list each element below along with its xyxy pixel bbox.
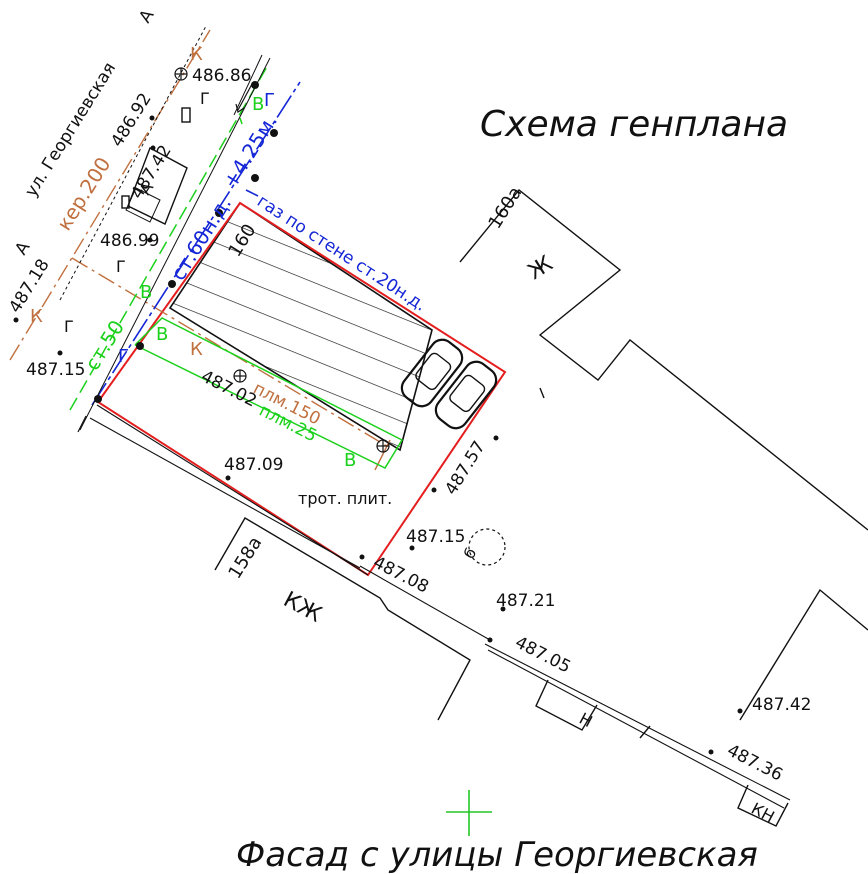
elevation-7: 487.02 bbox=[198, 367, 260, 412]
water-mark-v-4: В bbox=[344, 450, 356, 471]
building-outlines bbox=[121, 107, 868, 827]
car-2 bbox=[434, 360, 498, 430]
small-shed-2 bbox=[121, 195, 130, 209]
cable-label: кер.200 bbox=[52, 153, 116, 235]
gas-mark-g-3: Г bbox=[200, 89, 210, 108]
water-mark-v-1: В bbox=[140, 282, 152, 303]
wall-tick bbox=[539, 387, 545, 399]
survey-points bbox=[13, 81, 743, 755]
elevation-10: 487.15 bbox=[406, 527, 465, 547]
car-1 bbox=[400, 338, 464, 408]
building-160a-label: 160а bbox=[484, 183, 526, 233]
elevation-13: 487.05 bbox=[512, 633, 574, 678]
gas-mark-g-5: Г bbox=[64, 317, 74, 336]
parked-cars bbox=[400, 338, 498, 430]
zh-label: Ж bbox=[524, 251, 558, 285]
drawing-caption: Фасад с улицы Георгиевская bbox=[236, 835, 758, 874]
water-mark-v-3: В bbox=[156, 324, 168, 345]
cable-mark-k-1: К bbox=[30, 306, 43, 327]
elevation-15: 487.36 bbox=[724, 741, 786, 786]
gas-line bbox=[91, 81, 301, 406]
gas-mark-g-1: Г bbox=[118, 346, 129, 367]
cable-mark-k-3: К bbox=[190, 339, 203, 360]
elevation-1: 486.86 bbox=[192, 66, 251, 86]
sidewalk-label: трот. плит. bbox=[298, 489, 392, 508]
gas-distance-label: +4.25м. bbox=[218, 110, 282, 193]
building-160-hatched bbox=[168, 201, 433, 452]
water-line bbox=[69, 64, 404, 469]
building-160a-outline bbox=[459, 189, 868, 531]
drawing-title: Схема генплана bbox=[480, 104, 788, 145]
section-mark-top: А bbox=[135, 6, 158, 27]
elevation-9: 487.57 bbox=[441, 438, 489, 499]
water-mark-v-2: В bbox=[252, 94, 264, 115]
street-axis bbox=[59, 25, 271, 431]
building-158a-outline bbox=[214, 517, 471, 721]
kiosk-kn-outline bbox=[737, 784, 789, 827]
street-edge bbox=[89, 404, 791, 809]
gas-mark-g-4: Г bbox=[116, 257, 126, 276]
elevation-8: 487.09 bbox=[224, 455, 283, 475]
cable-mark-k-2: К bbox=[190, 44, 203, 65]
elevation-4: 486.99 bbox=[100, 231, 159, 251]
origin-marker bbox=[446, 790, 492, 836]
elevation-6: 487.15 bbox=[26, 360, 85, 380]
building-158a-label: 158а bbox=[224, 533, 266, 583]
street-building-outline bbox=[739, 588, 868, 721]
kzh-label: КЖ bbox=[279, 587, 326, 628]
kiosk-n-outline bbox=[535, 679, 598, 731]
elevation-11: 487.08 bbox=[370, 553, 432, 598]
small-shed-1 bbox=[181, 107, 191, 123]
section-mark-bottom: А bbox=[11, 238, 34, 259]
well-symbols bbox=[174, 67, 506, 566]
well-b-label: б bbox=[460, 545, 480, 562]
house-a-outline bbox=[127, 147, 188, 225]
kiosk-kn-label: КН bbox=[748, 799, 778, 827]
gas-mark-g-2: Г bbox=[264, 90, 275, 111]
elevation-14: 487.42 bbox=[752, 695, 811, 715]
elevation-12: 487.21 bbox=[496, 591, 555, 611]
dimension-arrows bbox=[77, 83, 253, 433]
elevation-2: 486.92 bbox=[107, 90, 155, 151]
